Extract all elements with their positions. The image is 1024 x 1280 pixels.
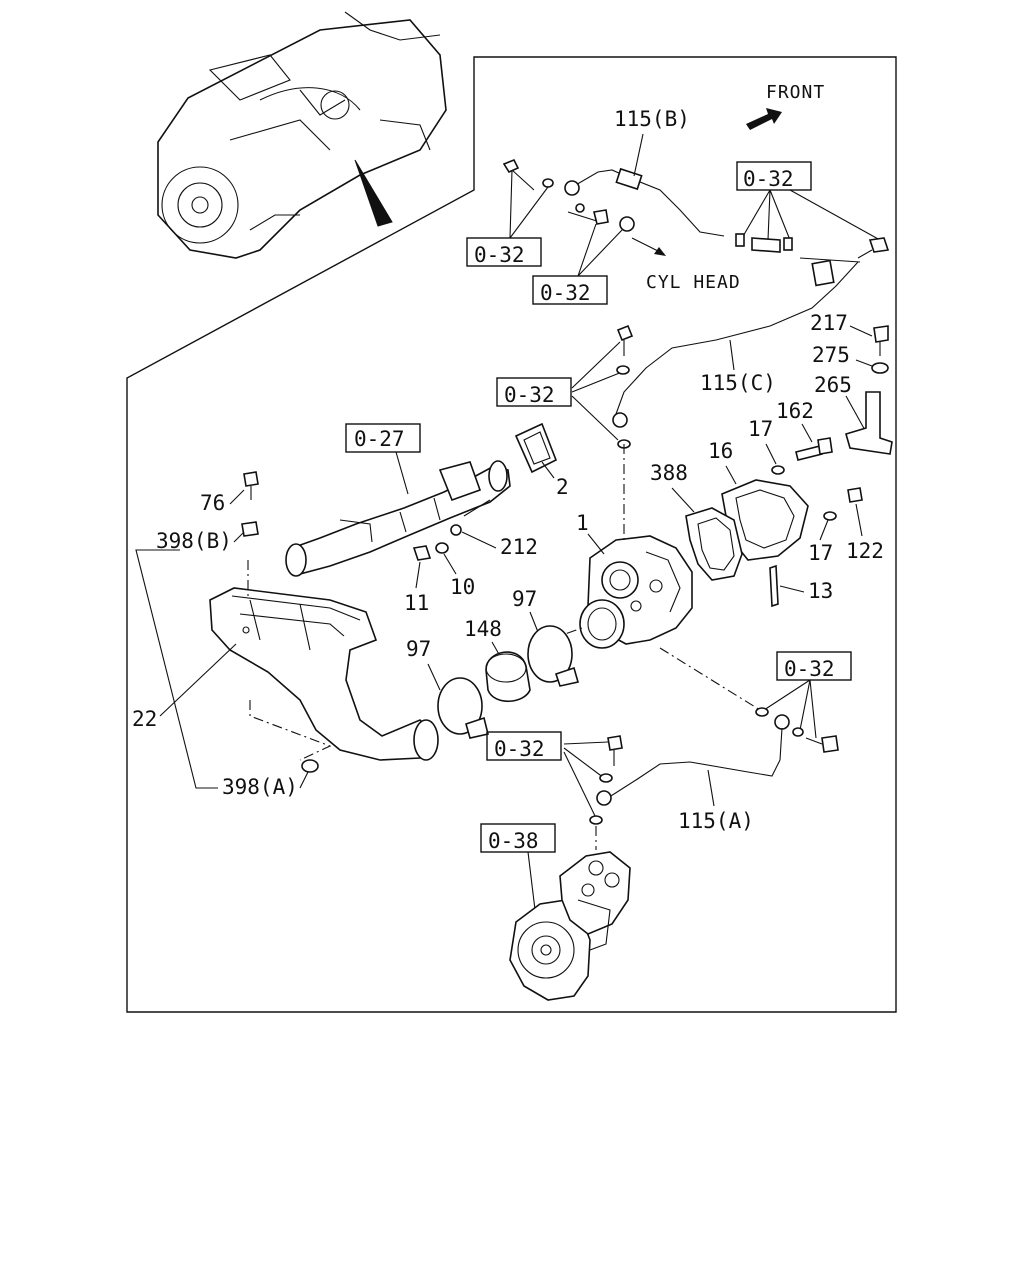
engine-overview-illustration bbox=[157, 11, 447, 259]
turbocharger-1 bbox=[579, 535, 693, 649]
pipe-115c bbox=[612, 259, 859, 428]
ref-032-f: 0-32 bbox=[494, 737, 545, 761]
diagram-frame bbox=[126, 56, 897, 1013]
label-115b: 115(B) bbox=[614, 107, 690, 131]
label-97b: 97 bbox=[512, 587, 537, 611]
label-76: 76 bbox=[200, 491, 225, 515]
intake-duct-22 bbox=[209, 587, 439, 761]
label-388: 388 bbox=[650, 461, 688, 485]
ref-032-c: 0-32 bbox=[743, 167, 794, 191]
label-275: 275 bbox=[812, 343, 850, 367]
label-1: 1 bbox=[576, 511, 589, 535]
lower-left-fasteners bbox=[589, 735, 623, 825]
label-13: 13 bbox=[808, 579, 833, 603]
label-97a: 97 bbox=[406, 637, 431, 661]
label-17a: 17 bbox=[748, 417, 773, 441]
ref-032-e: 0-32 bbox=[784, 657, 835, 681]
cyl-head-note: CYL HEAD bbox=[646, 272, 741, 293]
label-122: 122 bbox=[846, 539, 884, 563]
label-265: 265 bbox=[814, 373, 852, 397]
label-398a: 398(A) bbox=[222, 775, 298, 799]
exhaust-pipe bbox=[285, 460, 511, 577]
pipe-115a bbox=[596, 727, 783, 806]
air-compressor bbox=[509, 851, 631, 1001]
label-115c: 115(C) bbox=[700, 371, 776, 395]
label-17b: 17 bbox=[808, 541, 833, 565]
middle-fasteners bbox=[616, 324, 634, 449]
ref-032-d: 0-32 bbox=[504, 383, 555, 407]
label-217: 217 bbox=[810, 311, 848, 335]
ref-032-b: 0-32 bbox=[540, 281, 591, 305]
top-right-fasteners bbox=[735, 233, 890, 263]
label-212: 212 bbox=[500, 535, 538, 559]
label-10: 10 bbox=[450, 575, 475, 599]
label-162: 162 bbox=[776, 399, 814, 423]
label-115a: 115(A) bbox=[678, 809, 754, 833]
ref-038: 0-38 bbox=[488, 829, 539, 853]
label-2: 2 bbox=[556, 475, 569, 499]
ref-032-a: 0-32 bbox=[474, 243, 525, 267]
label-16: 16 bbox=[708, 439, 733, 463]
front-note: FRONT bbox=[766, 82, 825, 103]
label-148: 148 bbox=[464, 617, 502, 641]
ref-027: 0-27 bbox=[354, 427, 405, 451]
label-398b: 398(B) bbox=[156, 529, 232, 553]
lower-right-fasteners bbox=[755, 707, 839, 753]
front-arrow-icon bbox=[746, 108, 782, 130]
pipe-115b bbox=[564, 167, 725, 237]
label-22: 22 bbox=[132, 707, 157, 731]
label-11: 11 bbox=[404, 591, 429, 615]
